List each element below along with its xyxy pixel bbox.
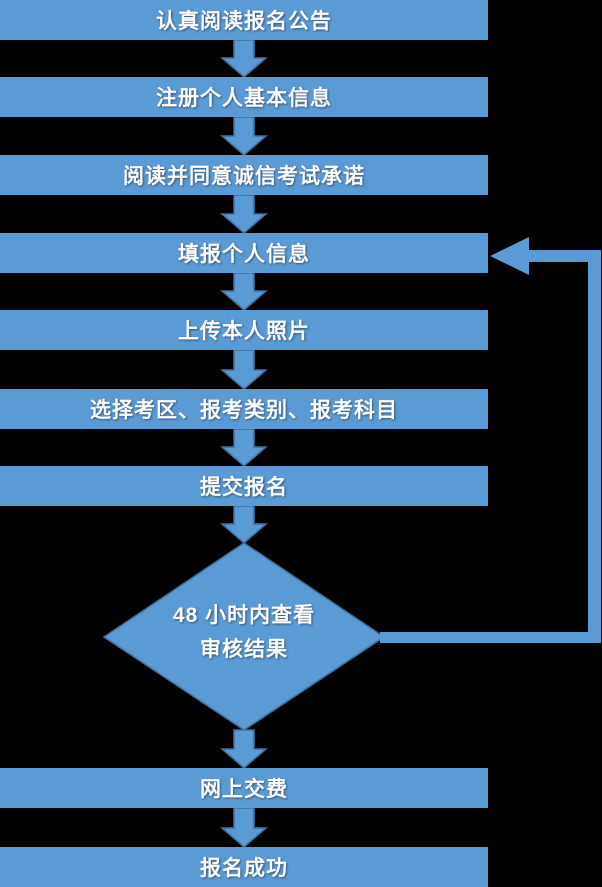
loop-connector-top-segment [529,250,601,262]
flow-step-pay-online: 网上交费 [0,768,488,808]
flow-step-register-info: 注册个人基本信息 [0,77,488,117]
down-arrow-icon [219,729,269,769]
flow-step-select-subjects: 选择考区、报考类别、报考科目 [0,389,488,429]
flow-step-success: 报名成功 [0,847,488,887]
decision-diamond [102,542,386,731]
down-arrow-icon [219,349,269,390]
loop-connector-vertical-segment [588,250,601,643]
down-arrow-icon [219,116,269,156]
left-arrow-icon [490,237,529,275]
flow-step-agree-commitment: 阅读并同意诚信考试承诺 [0,155,488,195]
down-arrow-icon [219,272,269,311]
flow-step-fill-personal-info: 填报个人信息 [0,233,488,273]
down-arrow-icon [219,807,269,848]
flow-step-upload-photo: 上传本人照片 [0,310,488,350]
decision-label: 48 小时内查看 审核结果 [104,599,384,667]
decision-label-line2: 审核结果 [200,638,288,661]
down-arrow-icon [219,505,269,544]
flow-step-read-announcement: 认真阅读报名公告 [0,0,488,40]
decision-label-line1: 48 小时内查看 [172,604,316,627]
down-arrow-icon [219,428,269,467]
loop-connector-bottom-segment [380,632,601,643]
down-arrow-icon [219,194,269,234]
flow-step-submit: 提交报名 [0,466,488,506]
down-arrow-icon [219,39,269,78]
